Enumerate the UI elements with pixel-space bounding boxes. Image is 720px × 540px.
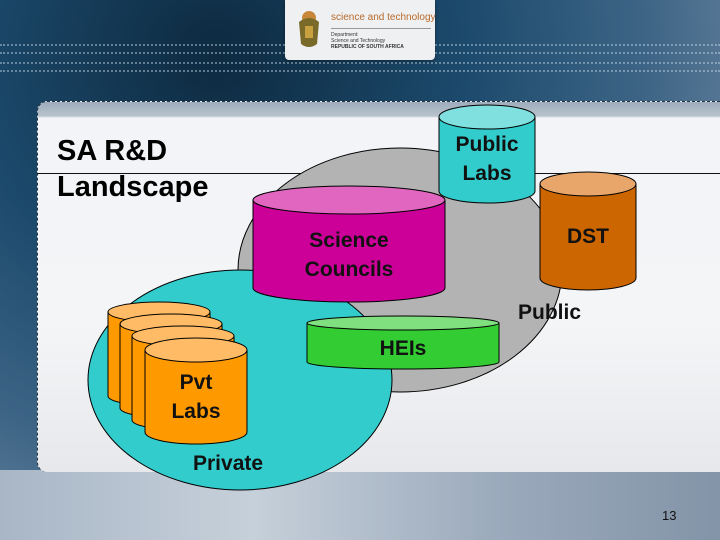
label-line: Science (309, 229, 389, 252)
cylinder-public-labs (438, 104, 536, 204)
label-dst: DST (567, 225, 609, 248)
logo-line-1: Department: (331, 32, 359, 38)
cylinder-science-councils (252, 185, 446, 303)
cylinder-pvt-labs-stack (107, 301, 248, 445)
label-science-councils: Science Councils (253, 226, 445, 284)
page-number: 13 (662, 508, 677, 523)
label-line: Pvt (179, 371, 213, 394)
label-public-sector: Public (518, 301, 582, 324)
label-public-labs: Public Labs (439, 130, 535, 188)
decorative-dots (0, 70, 720, 72)
coat-of-arms-icon (299, 11, 319, 47)
logo-divider (331, 28, 431, 29)
decorative-dots (0, 62, 720, 64)
label-line: Public (455, 133, 519, 156)
label-heis: HEIs (379, 337, 427, 360)
title-line-1: SA R&D (57, 135, 168, 167)
title-line-2: Landscape (57, 171, 209, 203)
label-line: Labs (462, 162, 512, 185)
label-private-sector: Private (193, 452, 264, 475)
slide-title: SA R&D Landscape (57, 133, 209, 205)
background-bottom-band (0, 470, 720, 540)
logo-title: science and technology (331, 12, 436, 23)
logo-line-2: Science and Technology (331, 38, 386, 44)
logo-line-3: REPUBLIC OF SOUTH AFRICA (331, 44, 404, 50)
label-line: Councils (304, 258, 394, 281)
cylinder-dst (539, 171, 637, 291)
dst-logo: science and technology Department: Scien… (285, 0, 436, 60)
cylinder-heis (306, 315, 500, 370)
label-pvt-labs: Pvt Labs (145, 368, 247, 426)
label-line: Labs (171, 400, 221, 423)
